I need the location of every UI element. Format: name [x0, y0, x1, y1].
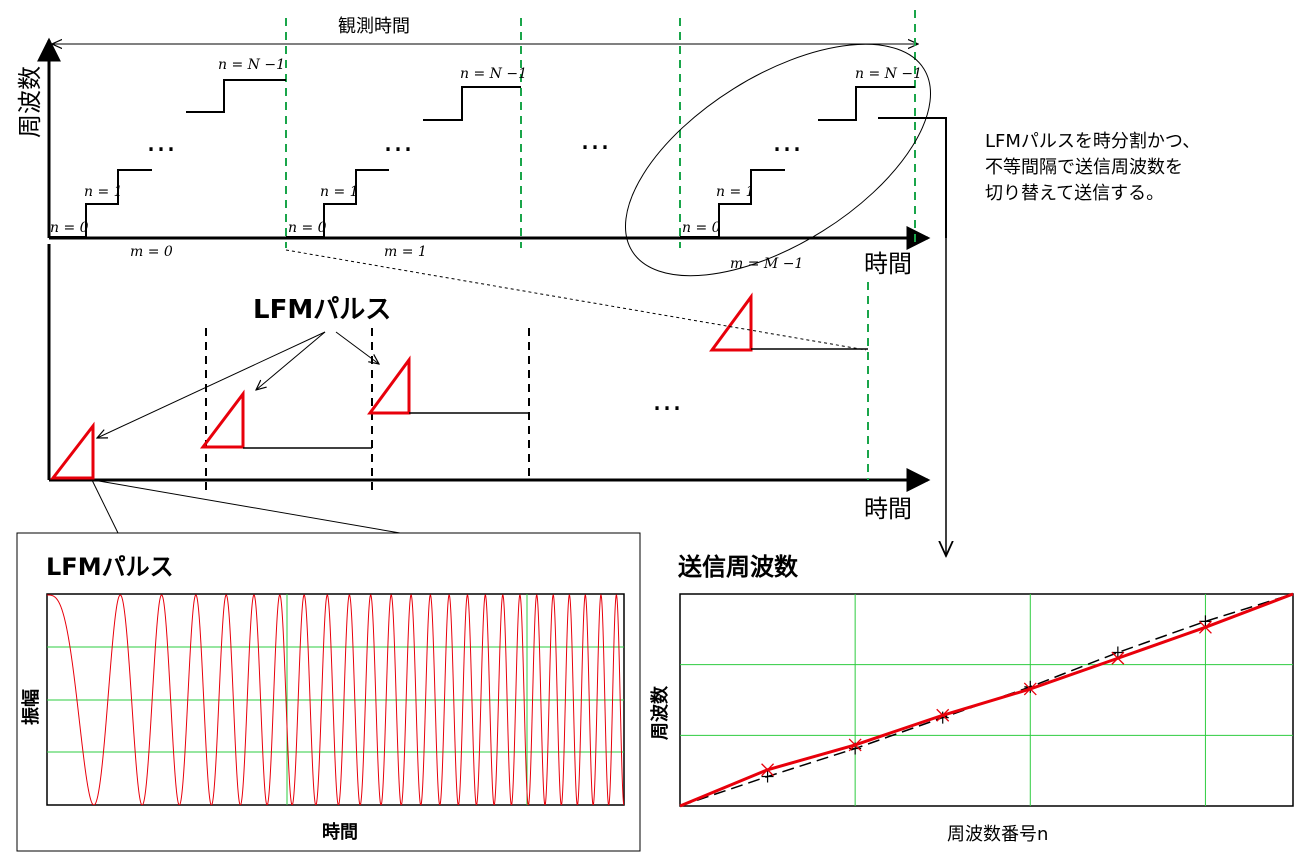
freq-series-red-line — [679, 592, 1294, 808]
zoom-connector-left — [91, 479, 119, 534]
inset-lfm-xlabel: 時間 — [322, 822, 358, 843]
freq-red-point — [936, 708, 950, 722]
highlight-ellipse — [624, 43, 932, 277]
inset-freq-ylabel: 周波数 — [649, 685, 671, 740]
step-block-m0 — [49, 79, 286, 238]
label-n0-block1: n = 0 — [50, 220, 89, 236]
lfm-waveform — [47, 594, 624, 805]
zoom-connector-right — [92, 479, 401, 534]
pulse-label: LFMパルス — [253, 295, 391, 325]
top-ellipsis-3: … — [580, 122, 610, 157]
pulse-tails — [243, 348, 868, 449]
inset-freq-chart: 送信周波数 周波数番号n 周波数 — [649, 553, 1294, 845]
label-n1-block2: n = 1 — [320, 184, 359, 200]
freq-dashed-point — [1199, 615, 1212, 628]
inset-freq-xlabel: 周波数番号n — [947, 824, 1048, 845]
label-n0-block3: n = 0 — [682, 220, 721, 236]
top-ellipsis-4: … — [772, 124, 802, 159]
middle-x-axis-label: 時間 — [864, 495, 912, 523]
middle-ellipsis: … — [652, 383, 682, 418]
pulse-2 — [199, 389, 245, 449]
top-ellipsis-2: … — [383, 124, 413, 159]
step-block-m1 — [286, 86, 521, 238]
observation-label: 観測時間 — [338, 16, 410, 37]
inset-freq-title: 送信周波数 — [678, 553, 799, 581]
freq-red-point — [1198, 620, 1212, 634]
freq-series-dashed-line — [679, 593, 1294, 807]
inset-lfm-ylabel: 振幅 — [20, 689, 42, 725]
slot-boundaries — [205, 328, 530, 495]
pulse-4 — [709, 292, 753, 352]
block-label-mM1: m = M −1 — [730, 256, 803, 272]
freq-red-point — [1023, 682, 1037, 696]
block-label-m0: m = 0 — [130, 244, 173, 260]
note-line-1: LFMパルスを時分割かつ、 — [985, 131, 1200, 152]
top-x-axis-label: 時間 — [864, 250, 912, 278]
label-nN1-block1: n = N −1 — [218, 57, 285, 73]
inset-lfm-title: LFMパルス — [46, 553, 174, 581]
note-line-3: 切り替えて送信する。 — [985, 183, 1164, 204]
freq-red-point — [1111, 651, 1125, 665]
freq-plot-area — [679, 593, 1294, 807]
label-nN1-block2: n = N −1 — [460, 66, 527, 82]
lfm-pulses — [49, 292, 753, 480]
inset-lfm-grid — [47, 594, 624, 805]
top-diagram: 周波数 時間 観測時間 … … … … n = 0 n = 1 n = N −1… — [16, 10, 1200, 556]
label-n1-block1: n = 1 — [84, 184, 123, 200]
block-boundaries — [285, 10, 916, 248]
pulse-3 — [367, 355, 411, 415]
freq-chart — [679, 592, 1294, 808]
middle-diagram: 時間 … LFMパルス — [47, 244, 931, 534]
note-line-2: 不等間隔で送信周波数を — [985, 157, 1183, 178]
freq-red-point — [761, 763, 775, 777]
label-n1-block3: n = 1 — [716, 184, 755, 200]
step-waveform — [49, 79, 947, 238]
zoom-connector-dashed — [285, 249, 867, 351]
step-block-mM1 — [680, 86, 947, 238]
label-n0-block2: n = 0 — [288, 220, 327, 236]
pulse-pointer-arrows — [97, 331, 379, 438]
pulse-1 — [49, 421, 95, 480]
top-ellipsis-1: … — [146, 124, 176, 159]
freq-dashed-point — [1111, 646, 1124, 659]
inset-lfm-pulse: LFMパルス 時間 振幅 — [16, 532, 641, 852]
freq-red-point — [848, 738, 862, 752]
block-label-m1: m = 1 — [384, 244, 427, 260]
freq-dashed-point — [761, 770, 774, 783]
top-y-axis-label: 周波数 — [16, 66, 44, 138]
label-nN1-block3: n = N −1 — [855, 66, 922, 82]
